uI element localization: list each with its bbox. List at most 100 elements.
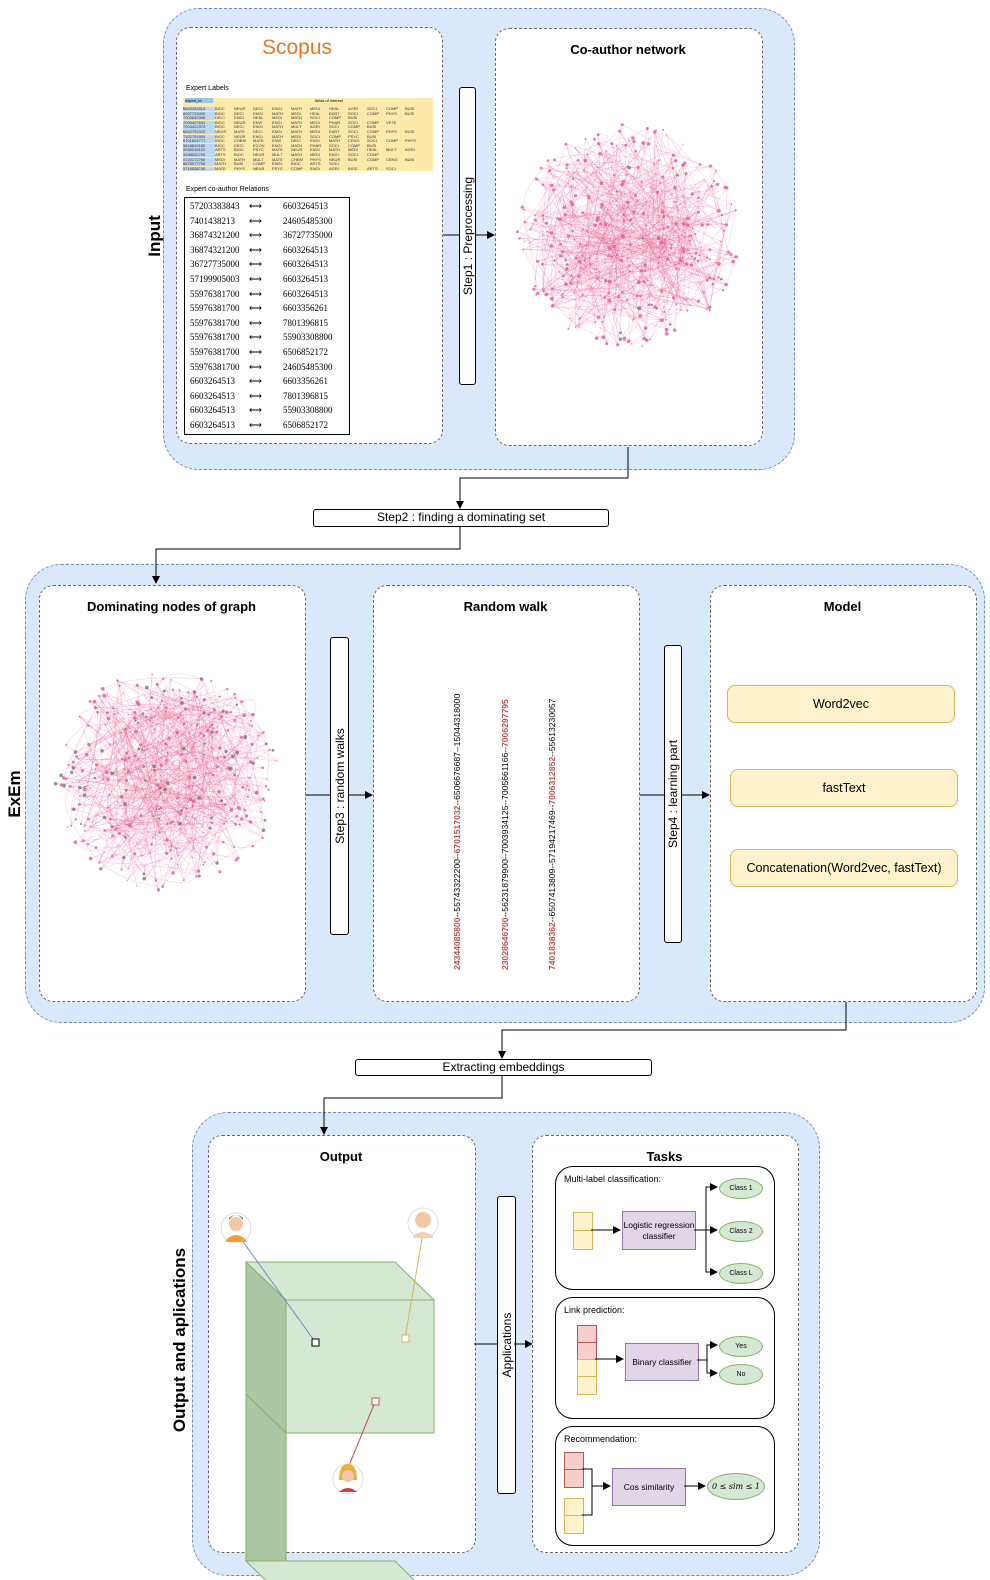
label-field: COMP [367,119,379,125]
network-node [605,242,607,245]
network-edge [543,212,601,292]
network-edge [524,221,563,298]
network-edge [562,159,579,214]
network-edge [622,144,710,309]
label-field: MATH [291,152,303,157]
network-edge [559,219,609,257]
relation-row: 7401438213⟷24605485300 [185,214,349,229]
network-node [603,316,605,318]
network-node [534,214,536,217]
label-field: BUSI [234,161,244,167]
label-field: AGRI [329,165,339,171]
network-node [571,229,575,233]
network-node [636,165,640,169]
network-edge [611,210,736,257]
network-node [578,242,582,246]
network-node [659,182,661,185]
label-field: SOCI [348,129,358,134]
network-node [720,213,724,217]
network-edge [600,223,697,254]
network-edge [586,153,676,266]
network-edge [575,147,722,242]
network-edge [551,298,618,346]
network-edge [534,137,634,216]
network-edge [561,240,721,280]
network-node [626,166,629,168]
label-field: ENGI [272,106,282,111]
network-node [713,179,716,183]
network-edge [529,165,711,244]
network-node [657,261,660,265]
network-node [715,170,718,172]
network-node [596,276,599,280]
network-edge [628,129,664,342]
network-edge [679,263,710,309]
network-edge [623,214,677,305]
relation-source: 7401438213 [190,215,235,226]
network-edge [560,255,710,309]
network-edge [641,238,665,249]
network-edge [620,245,672,340]
network-node [692,228,694,230]
label-field: ENGI [272,129,282,134]
network-edge [657,192,667,292]
network-node [639,269,644,273]
network-edge [689,235,711,311]
relation-row: 36727735000⟷6603264513 [185,257,349,272]
label-field: MATH [291,115,303,121]
label-field: MATH [291,119,303,125]
network-node [547,170,550,173]
network-edge [675,296,690,305]
step1-box[interactable]: Step1 : Preprocessing [459,87,476,385]
network-node [542,218,544,220]
network-edge [596,186,726,221]
network-node [523,220,526,224]
network-node [607,246,612,251]
network-edge [551,271,600,307]
network-edge [609,162,628,300]
label-field: BIOC [215,110,225,116]
network-edge [582,210,736,232]
network-node [574,147,577,150]
network-edge [654,218,689,308]
network-edge [622,181,667,330]
relation-source: 57203383843 [190,201,240,211]
network-edge [596,176,663,255]
network-node [650,284,653,287]
network-edge [672,228,708,310]
network-node [675,201,678,203]
network-node [625,173,629,176]
network-node [721,289,725,292]
network-edge [600,223,699,302]
network-edge [530,229,724,291]
network-node [618,129,622,133]
network-edge [575,221,625,328]
network-node [688,234,691,237]
network-edge [596,275,704,293]
relation-source: 55976381700 [190,288,240,299]
network-edge [605,150,635,320]
network-edge [601,174,678,205]
network-node [610,247,613,250]
network-node [670,244,673,247]
label-field: MEDI [215,156,225,162]
network-edge [554,218,689,261]
network-edge [661,180,715,292]
relation-arrow: ⟷ [249,244,262,255]
network-edge [571,264,600,277]
network-node [523,208,525,211]
network-edge [582,212,665,308]
network-edge [566,167,602,184]
network-edge [598,143,655,165]
network-edge [589,197,708,259]
label-field: COMP [253,161,265,167]
network-edge [548,171,666,278]
network-node [685,299,687,301]
network-node [516,230,519,234]
network-edge [597,184,623,218]
network-node [587,194,590,198]
network-node [596,315,601,319]
relation-target: 6506852172 [283,420,328,430]
